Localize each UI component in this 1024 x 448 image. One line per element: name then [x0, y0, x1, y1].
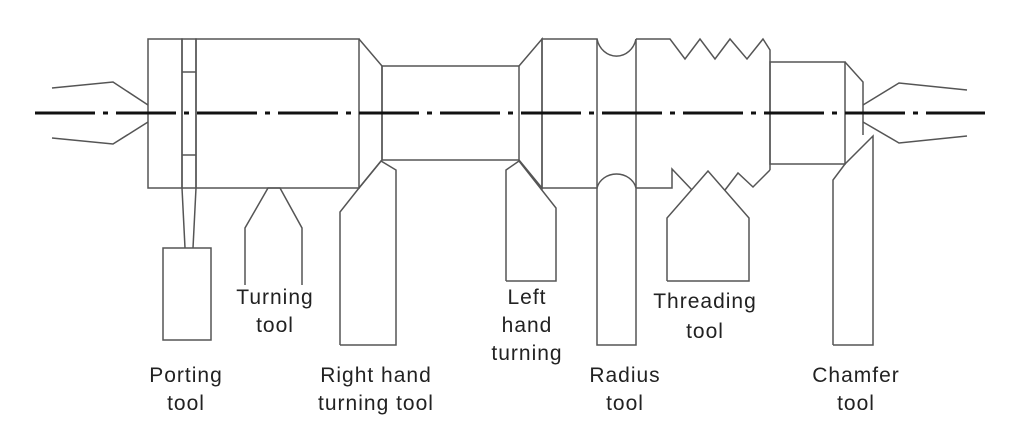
label-line: Threading: [653, 290, 757, 313]
left-center: [51, 81, 149, 145]
left-hand-turning-tool: [505, 159, 557, 282]
workpiece: [147, 36, 864, 191]
porting-tool: [162, 187, 212, 341]
turning-tool: [244, 187, 303, 285]
label-radius-tool: Radius tool: [589, 362, 660, 418]
label-line: tool: [837, 392, 875, 415]
label-line: turning: [491, 342, 563, 365]
label-line: tool: [167, 392, 205, 415]
right-center: [862, 82, 968, 144]
right-hand-turning-tool: [339, 160, 397, 346]
label-line: Chamfer: [812, 364, 900, 387]
label-left-hand-turning: Left hand turning: [491, 284, 562, 368]
label-right-hand-turning-tool: Right hand turning tool: [318, 362, 434, 418]
label-threading-tool: Threading tool: [653, 287, 757, 347]
label-line: tool: [606, 392, 644, 415]
label-chamfer-tool: Chamfer tool: [812, 362, 900, 418]
label-porting-tool: Porting tool: [149, 362, 223, 418]
label-line: Right hand: [320, 364, 432, 387]
threading-tool: [666, 169, 750, 282]
radius-tool: [596, 188, 637, 346]
label-line: tool: [686, 320, 724, 343]
label-line: Radius: [589, 364, 661, 387]
chamfer-tool: [832, 134, 874, 346]
label-turning-tool: Turning tool: [236, 284, 313, 340]
label-line: hand: [501, 314, 553, 337]
label-line: Left: [507, 286, 547, 309]
label-line: tool: [256, 314, 294, 337]
label-line: Porting: [149, 364, 223, 387]
label-line: turning tool: [318, 392, 434, 415]
label-line: Turning: [236, 286, 314, 309]
